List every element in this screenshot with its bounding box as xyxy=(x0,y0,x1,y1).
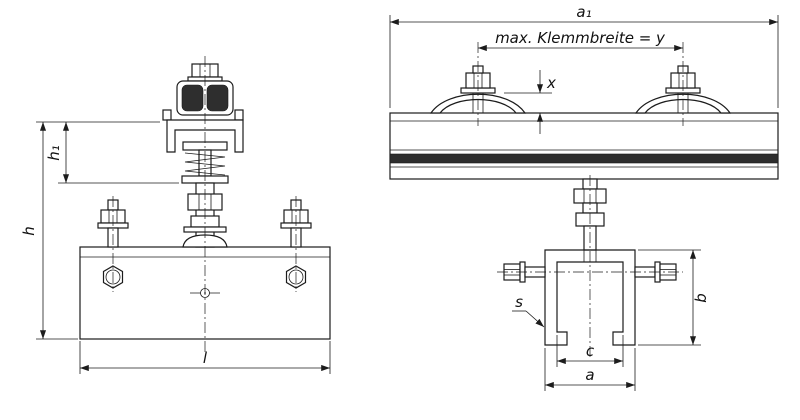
dimension-b: b xyxy=(689,250,710,345)
dim-label-l: l xyxy=(203,349,208,367)
front-view xyxy=(79,63,331,340)
dimension-s: s xyxy=(512,293,545,328)
rail xyxy=(389,112,779,180)
dim-label-x: x xyxy=(546,74,556,92)
dimension-h: h xyxy=(20,122,47,339)
clamp-assembly-front xyxy=(162,63,244,248)
dim-label-a: a xyxy=(585,366,594,384)
dimension-klemmbreite: max. Klemmbreite = y xyxy=(478,29,683,52)
dimension-x: x xyxy=(536,70,556,134)
dimension-h1: h₁ xyxy=(45,122,70,183)
dim-label-s: s xyxy=(515,293,523,311)
dimension-a: a xyxy=(545,366,635,389)
dimensions: h₁ h l a₁ max. Klemmbreite = y x b xyxy=(20,3,779,391)
dim-label-a1: a₁ xyxy=(576,3,591,21)
spring xyxy=(184,152,226,176)
dimension-a1: a₁ xyxy=(390,3,778,26)
dim-label-b: b xyxy=(692,293,710,303)
dim-label-h1: h₁ xyxy=(45,145,63,161)
side-view xyxy=(389,65,779,346)
dimension-c: c xyxy=(557,342,623,365)
rail-insert-strip xyxy=(389,153,779,164)
channel-bracket xyxy=(166,119,244,153)
dim-label-c: c xyxy=(586,342,595,360)
dimension-l: l xyxy=(80,349,330,372)
dim-label-h: h xyxy=(20,226,38,236)
clamp-body xyxy=(544,249,636,346)
dim-label-klemmbreite: max. Klemmbreite = y xyxy=(495,29,666,47)
centerlines xyxy=(112,42,684,358)
